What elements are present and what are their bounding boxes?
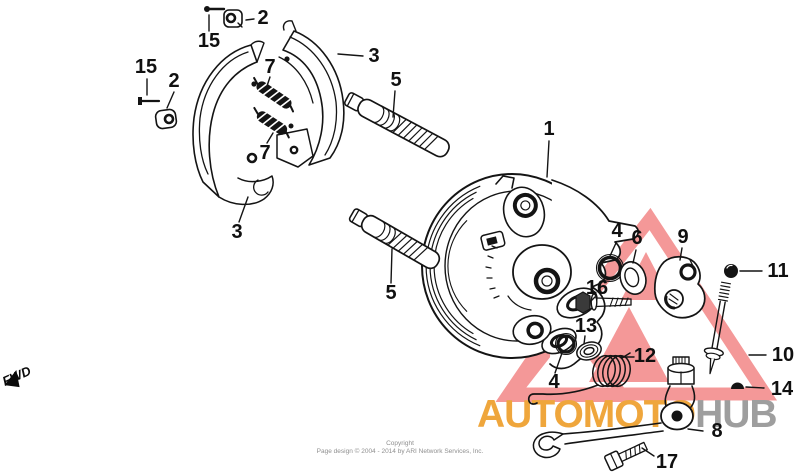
callout-8[interactable]: 8 — [711, 420, 723, 442]
callout-15-left[interactable]: 15 — [134, 56, 158, 78]
callout-5-lower[interactable]: 5 — [385, 282, 397, 304]
watermark-text-hub: HUB — [695, 393, 777, 436]
copyright-line2: Page design © 2004 - 2014 by ARI Network… — [316, 447, 484, 455]
dome-nut-drawing — [731, 382, 744, 389]
adjuster-nut-left-drawing — [154, 108, 178, 130]
dust-seal-plate-drawing — [619, 261, 647, 295]
cam-washer-drawing — [576, 341, 602, 361]
callout-6[interactable]: 6 — [631, 227, 643, 249]
callout-1[interactable]: 1 — [543, 118, 555, 140]
callout-11[interactable]: 11 — [767, 260, 789, 282]
anchor-joint-drawing — [653, 255, 706, 319]
brake-shoe-right-drawing — [276, 20, 345, 168]
callout-4-upper[interactable]: 4 — [611, 220, 623, 242]
adjuster-pin-top-drawing — [204, 6, 226, 12]
adjuster-bolt-upper-drawing — [343, 92, 450, 158]
callout-7-lower[interactable]: 7 — [259, 142, 271, 164]
fwd-direction-indicator: FWD — [0, 363, 33, 389]
adjuster-nut-top-drawing — [223, 9, 243, 28]
copyright-line1: Copyright — [386, 440, 414, 447]
shoe-spring-lower-drawing — [253, 106, 290, 139]
panel-bottom-boss — [512, 314, 552, 346]
watermark-brand-text: AUTOMOTOHUB — [477, 393, 778, 436]
callout-leader-lines — [146, 14, 767, 457]
watermark-text-automoto: AUTOMOTO — [477, 393, 696, 436]
callout-2-left[interactable]: 2 — [168, 70, 180, 92]
torque-rod-drawing — [703, 281, 732, 375]
callout-10[interactable]: 10 — [771, 344, 795, 366]
panel-top-boss — [502, 186, 546, 238]
arm-bolt-drawing — [604, 441, 648, 472]
callout-5-upper[interactable]: 5 — [390, 69, 402, 91]
panel-clip — [480, 230, 506, 251]
shoe-spring-upper-drawing — [253, 76, 295, 113]
callout-9[interactable]: 9 — [677, 226, 689, 248]
brake-panel-drawing — [421, 173, 639, 370]
brake-shoe-left-drawing — [192, 40, 274, 206]
callout-3-left[interactable]: 3 — [231, 221, 243, 243]
adjuster-bolt-lower-drawing — [348, 208, 441, 270]
brake-arm-drawing — [532, 356, 696, 459]
panel-bolt-drawing — [575, 291, 632, 314]
panel-embossed-text — [485, 245, 500, 299]
callout-12[interactable]: 12 — [633, 345, 657, 367]
return-spring-drawing — [527, 352, 631, 405]
panel-center-hub — [512, 244, 572, 300]
callout-7-upper[interactable]: 7 — [264, 56, 276, 78]
callout-4-lower[interactable]: 4 — [548, 371, 560, 393]
callout-17[interactable]: 17 — [655, 451, 679, 473]
callout-2-top[interactable]: 2 — [257, 7, 269, 29]
callout-15-top[interactable]: 15 — [197, 30, 221, 52]
pivot-bolt-drawing — [724, 264, 738, 278]
callout-13[interactable]: 13 — [574, 315, 598, 337]
fwd-arrow-icon — [4, 370, 20, 388]
adjuster-pin-left-drawing — [138, 97, 161, 105]
callout-14[interactable]: 14 — [770, 378, 794, 400]
copyright-notice: Copyright Page design © 2004 - 2014 by A… — [0, 440, 800, 455]
callout-3-right[interactable]: 3 — [368, 45, 380, 67]
o-ring-lower-drawing — [554, 332, 578, 356]
callout-16[interactable]: 16 — [585, 277, 609, 299]
